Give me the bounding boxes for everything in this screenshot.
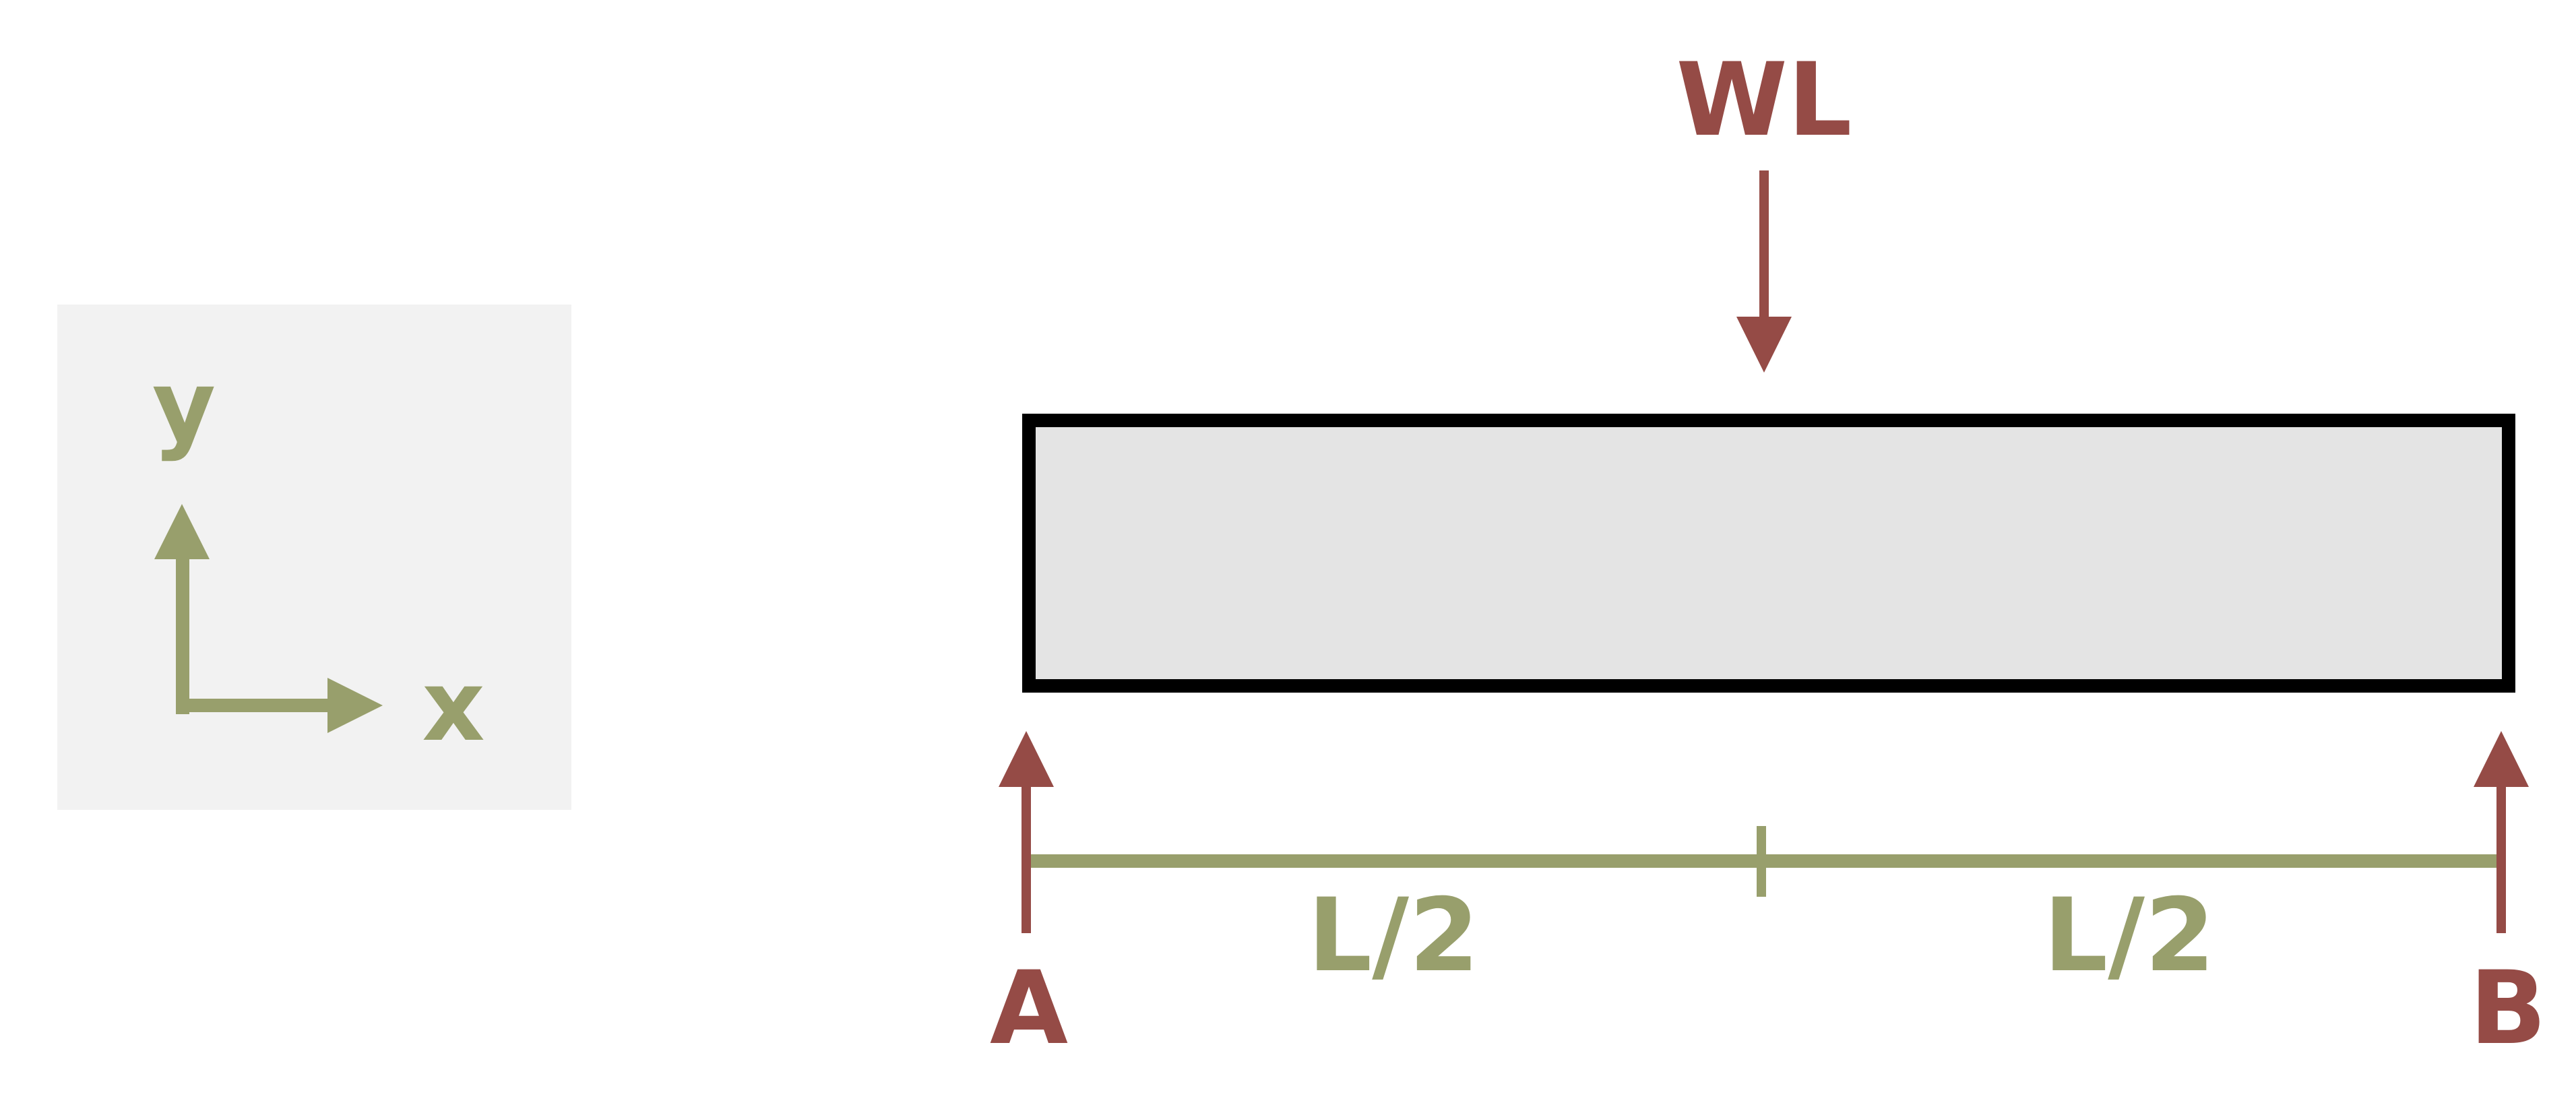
y-axis-arrow-icon [154, 504, 210, 714]
midspan-tick [1757, 826, 1766, 897]
beam [1022, 414, 2515, 693]
support-b: B [2470, 731, 2546, 1067]
support-a: A [990, 731, 1068, 1067]
y-axis-label: y [152, 350, 216, 464]
support-b-label: B [2470, 950, 2546, 1067]
reaction-a-arrow-up-icon [999, 731, 1054, 933]
x-axis-label: x [422, 649, 485, 763]
x-axis-arrow-icon [176, 678, 383, 733]
reaction-b-arrow-up-icon [2474, 731, 2529, 933]
dimension-line: L/2 L/2 [1031, 826, 2500, 994]
load-label: WL [1676, 42, 1852, 159]
load-arrow-down-icon [1736, 170, 1792, 373]
support-a-label: A [990, 950, 1068, 1067]
dimension-label-right: L/2 [2044, 877, 2216, 994]
axes-panel [57, 305, 571, 810]
axes-legend: y x [57, 305, 571, 810]
dimension-label-left: L/2 [1308, 877, 1480, 994]
applied-load: WL [1676, 42, 1852, 373]
